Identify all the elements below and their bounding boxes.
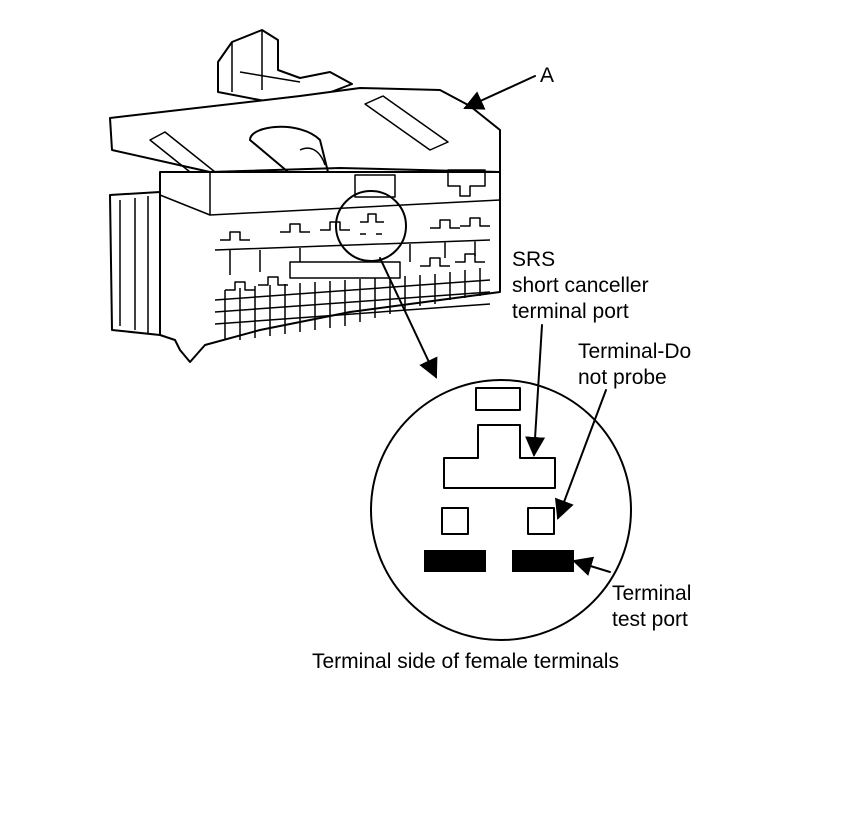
magnify-leader-arrow — [379, 257, 438, 379]
label-srs-line3: terminal port — [512, 300, 629, 323]
terminal-test-port-left — [424, 550, 486, 572]
magnified-terminal-view — [370, 379, 632, 641]
do-not-probe-leader — [554, 389, 607, 520]
terminal-test-port-right — [512, 550, 574, 572]
terminal-do-not-probe-left — [441, 507, 469, 535]
label-srs-line1: SRS — [512, 248, 555, 271]
diagram-caption: Terminal side of female terminals — [312, 650, 619, 673]
connector-front — [159, 171, 501, 363]
magnify-source-circle — [335, 190, 407, 262]
label-srs-line2: short canceller — [512, 274, 649, 297]
label-part-a: A — [540, 64, 554, 87]
label-do-not-probe-line2: not probe — [578, 366, 667, 389]
test-port-leader — [572, 556, 611, 576]
label-test-port-line2: test port — [612, 608, 688, 631]
part-a-leader — [463, 75, 536, 110]
srs-short-canceller-port — [443, 424, 556, 489]
label-do-not-probe-line1: Terminal-Do — [578, 340, 691, 363]
srs-leader — [525, 324, 546, 457]
terminal-top-slot — [475, 387, 521, 411]
terminal-do-not-probe-right — [527, 507, 555, 535]
terminal-cavity-grid — [214, 217, 491, 340]
connector-body — [109, 29, 501, 363]
label-test-port-line1: Terminal — [612, 582, 691, 605]
